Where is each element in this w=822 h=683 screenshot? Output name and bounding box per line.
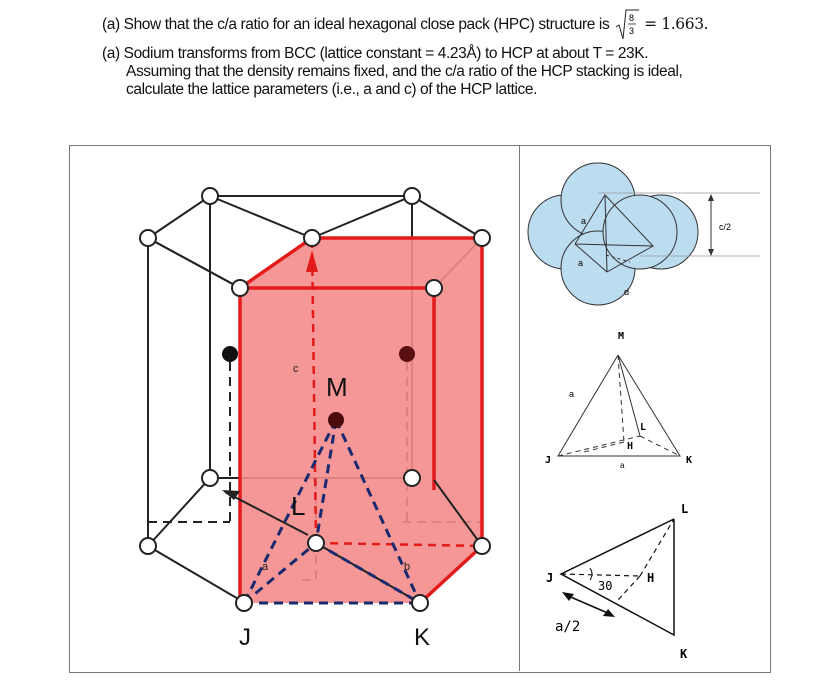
tri-label-a-half: a/2 — [555, 619, 580, 635]
tetrahedron-figure: M a L H J K a — [545, 331, 692, 470]
label-J: J — [239, 624, 251, 651]
tri-label-K: K — [680, 647, 688, 661]
hcp-cell-figure: c M L b a J K — [139, 187, 491, 651]
tetra-label-H: H — [627, 441, 633, 452]
tetra-label-L: L — [640, 422, 646, 433]
base-triangle-figure: L J H 30 a/2 K — [546, 502, 688, 661]
tri-label-L: L — [681, 502, 688, 516]
red-plane — [240, 238, 482, 603]
tetra-label-J: J — [545, 455, 551, 466]
interior-atom-right — [399, 346, 415, 362]
label-L: L — [291, 491, 305, 521]
label-a: a — [262, 561, 269, 573]
sqrt-fraction: 8 3 — [615, 9, 640, 40]
spheres — [527, 162, 699, 306]
c-axis-arrowhead — [306, 250, 318, 272]
interior-atom-left — [222, 346, 238, 362]
label-b: b — [404, 561, 410, 573]
question-2-line-3: calculate the lattice parameters (i.e., … — [126, 81, 538, 98]
L-arrowhead — [222, 490, 240, 500]
label-K: K — [414, 624, 430, 651]
sphere-label-a-1: a — [581, 216, 586, 226]
sqrt-numerator: 8 — [629, 13, 634, 23]
tetra-label-M: M — [618, 331, 624, 342]
tetra-label-a-bottom: a — [620, 461, 625, 470]
tri-label-H: H — [647, 571, 654, 585]
figure-divider — [519, 145, 520, 671]
tetrahedron-edges — [242, 419, 422, 605]
tri-label-30: 30 — [598, 579, 612, 593]
atom-M — [328, 412, 344, 428]
question-1-text: (a) Show that the c/a ratio for an ideal… — [102, 16, 610, 34]
tetra-label-K: K — [686, 455, 692, 466]
question-2: (a) Sodium transforms from BCC (lattice … — [102, 45, 792, 99]
sqrt-denominator: 3 — [629, 26, 634, 36]
close-packed-spheres-figure: a a d c/2 — [527, 162, 760, 306]
question-1: (a) Show that the c/a ratio for an ideal… — [102, 9, 709, 40]
sphere-label-d: d — [624, 287, 629, 297]
label-c-over-2: c/2 — [719, 222, 731, 232]
question-2-line-2: Assuming that the density remains fixed,… — [126, 63, 683, 80]
question-1-value: = 1.663. — [644, 15, 709, 34]
sphere-label-a-2: a — [578, 258, 583, 268]
label-M: M — [326, 372, 348, 402]
figure-frame — [69, 145, 771, 673]
lattice-atoms — [139, 187, 491, 612]
question-2-line-1: (a) Sodium transforms from BCC (lattice … — [102, 45, 649, 62]
tri-label-J: J — [546, 571, 553, 585]
tetra-label-a-side: a — [569, 389, 574, 399]
label-c: c — [293, 363, 299, 375]
